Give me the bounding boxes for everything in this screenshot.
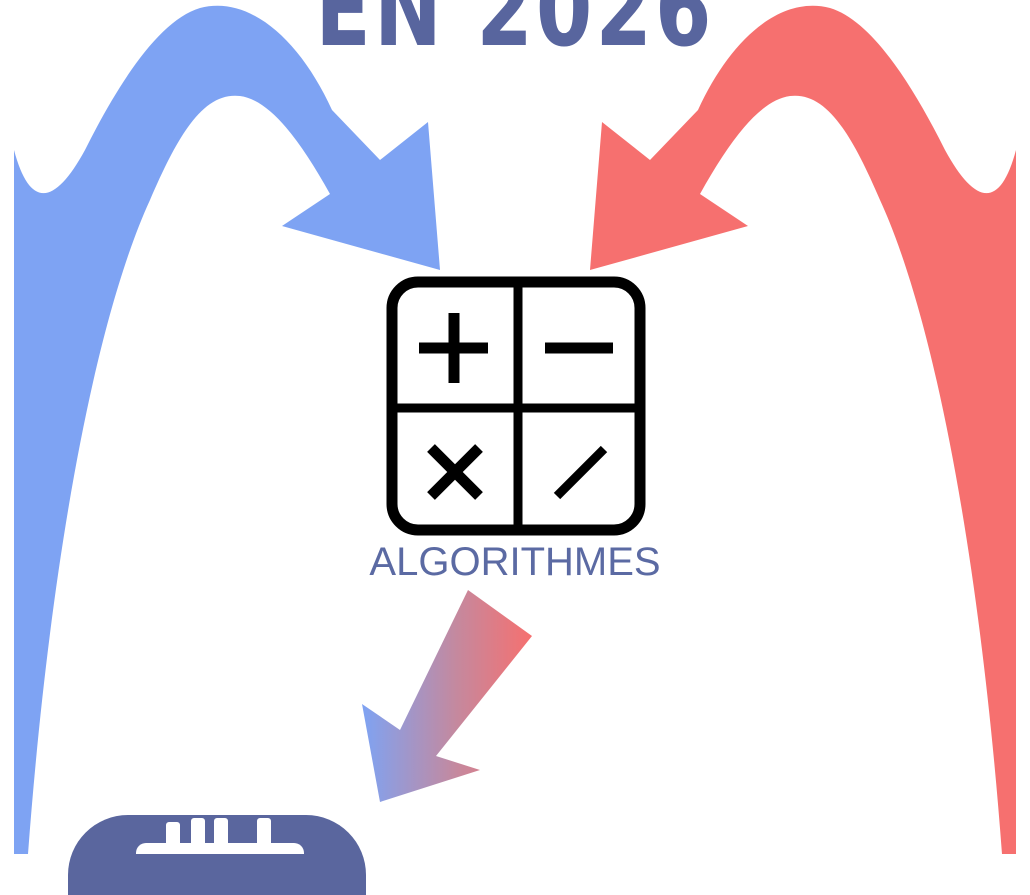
divide-icon [553, 445, 608, 500]
red-curved-arrow [590, 5, 1016, 854]
algorithms-label: ALGORITHMES [369, 540, 661, 584]
calculator-icon [386, 276, 646, 536]
diagram-graphics [14, 5, 1016, 854]
diagram-canvas: EN 2026 ALGORITHMES [14, 0, 1016, 895]
chip-badge [68, 815, 366, 895]
blue-curved-arrow [14, 5, 440, 854]
page-title: EN 2026 [315, 0, 715, 70]
gradient-arrow [362, 590, 532, 802]
